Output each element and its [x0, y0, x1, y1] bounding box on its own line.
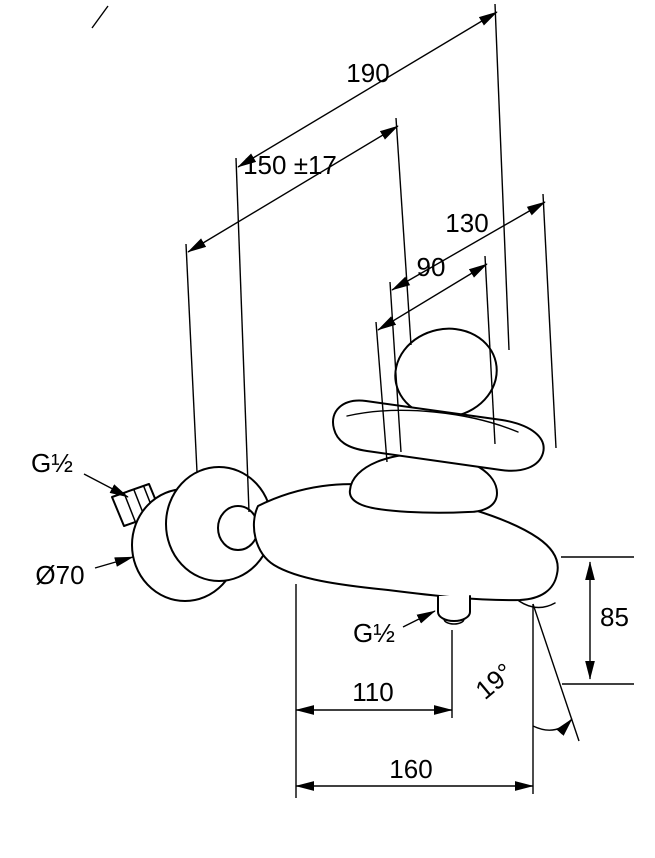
label-flange-diameter: Ø70 [35, 560, 84, 590]
label-dim-190: 190 [346, 58, 389, 88]
outlet-detail-ring [443, 618, 465, 625]
dimension-line-90 [377, 263, 488, 331]
handle-edge-line [346, 409, 519, 433]
leader-outlet-thread [402, 610, 436, 628]
label-outlet-thread: G½ [353, 618, 395, 648]
label-dim-90: 90 [417, 252, 446, 282]
dimension-line-150 [187, 125, 399, 253]
leader-flange-diameter [94, 556, 134, 569]
label-dim-130: 130 [445, 208, 488, 238]
faucet-illustration [111, 327, 559, 625]
nipple-thread-line [123, 492, 136, 522]
label-dim-160: 160 [389, 754, 432, 784]
label-dim-150: 150 ±17 [243, 150, 337, 180]
angle-reference-line [532, 603, 580, 742]
bottom-outlet [437, 595, 471, 622]
flange-hub [217, 505, 259, 551]
label-dim-85: 85 [600, 602, 629, 632]
label-dim-110: 110 [352, 677, 393, 707]
leader-inlet-thread [83, 473, 129, 498]
angle-arc-19 [532, 718, 573, 736]
extension-line [375, 321, 388, 463]
extension-line [185, 243, 198, 473]
spout-tip-detail [518, 600, 556, 609]
extension-line [91, 5, 109, 29]
label-inlet-thread: G½ [31, 448, 73, 478]
